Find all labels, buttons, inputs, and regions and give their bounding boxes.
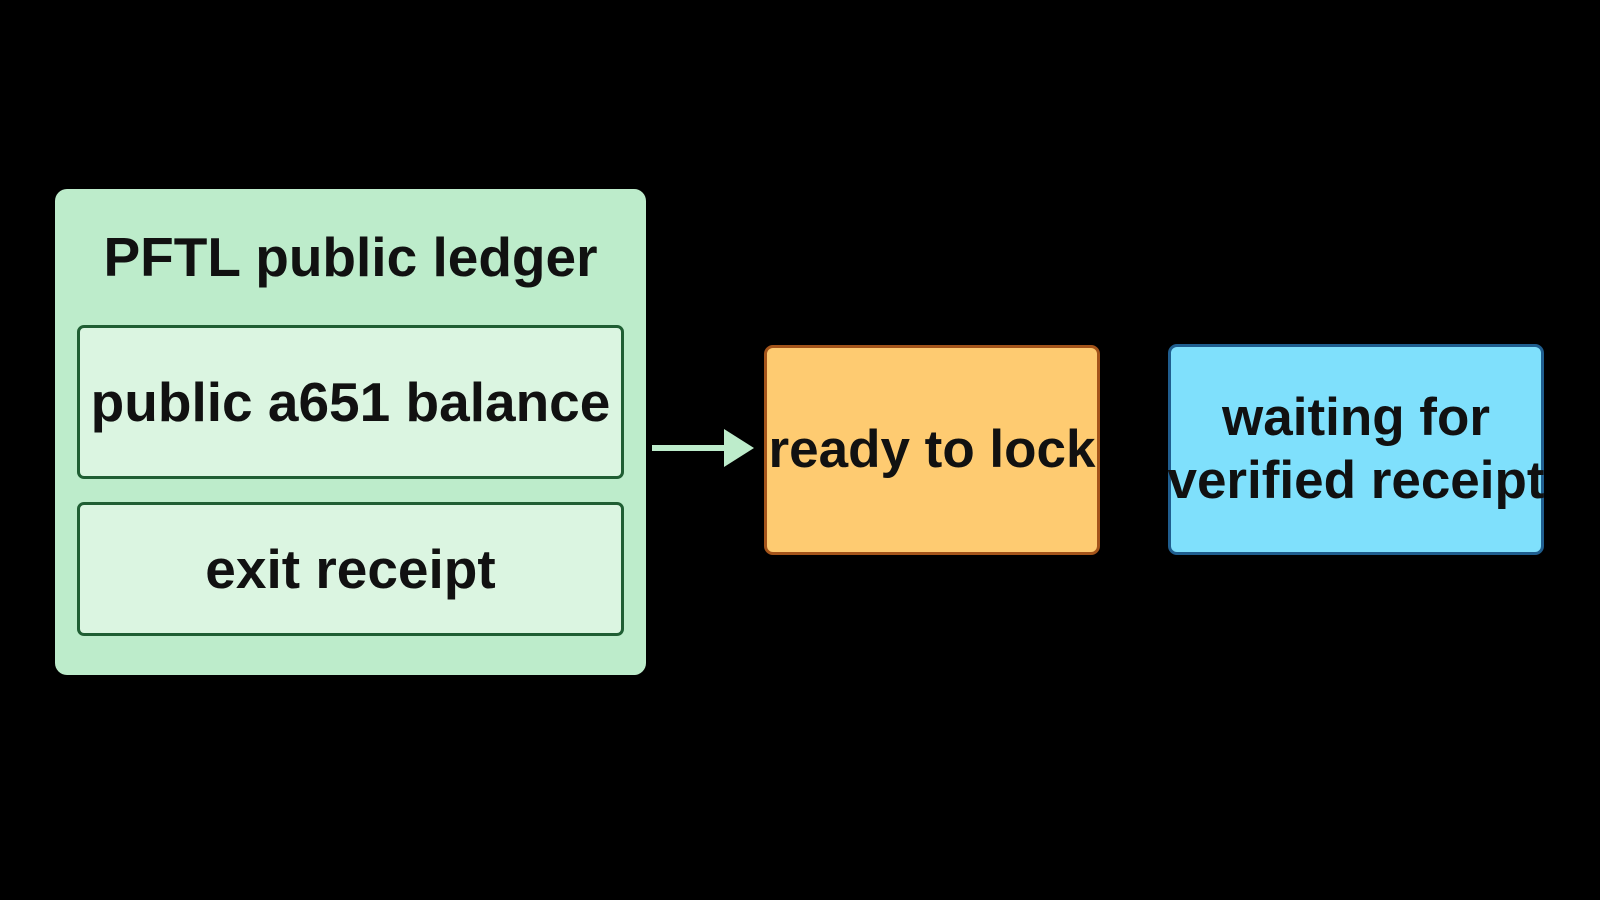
flow-arrow-icon [652,429,754,467]
pftl-ledger-group: PFTL public ledger public a651 balance e… [55,189,646,675]
public-balance-label: public a651 balance [90,371,611,433]
exit-receipt-node: exit receipt [77,502,624,636]
public-balance-node: public a651 balance [77,325,624,479]
waiting-receipt-node: waiting for verified receipt [1167,344,1545,555]
waiting-line-1: waiting for [1222,387,1490,447]
waiting-line-2: verified receipt [1167,450,1545,510]
ready-to-lock-node: ready to lock [764,345,1100,555]
waiting-receipt-text: waiting for verified receipt [1167,387,1544,512]
ledger-title: PFTL public ledger [103,226,598,288]
exit-receipt-label: exit receipt [205,538,496,600]
ready-to-lock-label: ready to lock [768,419,1096,479]
